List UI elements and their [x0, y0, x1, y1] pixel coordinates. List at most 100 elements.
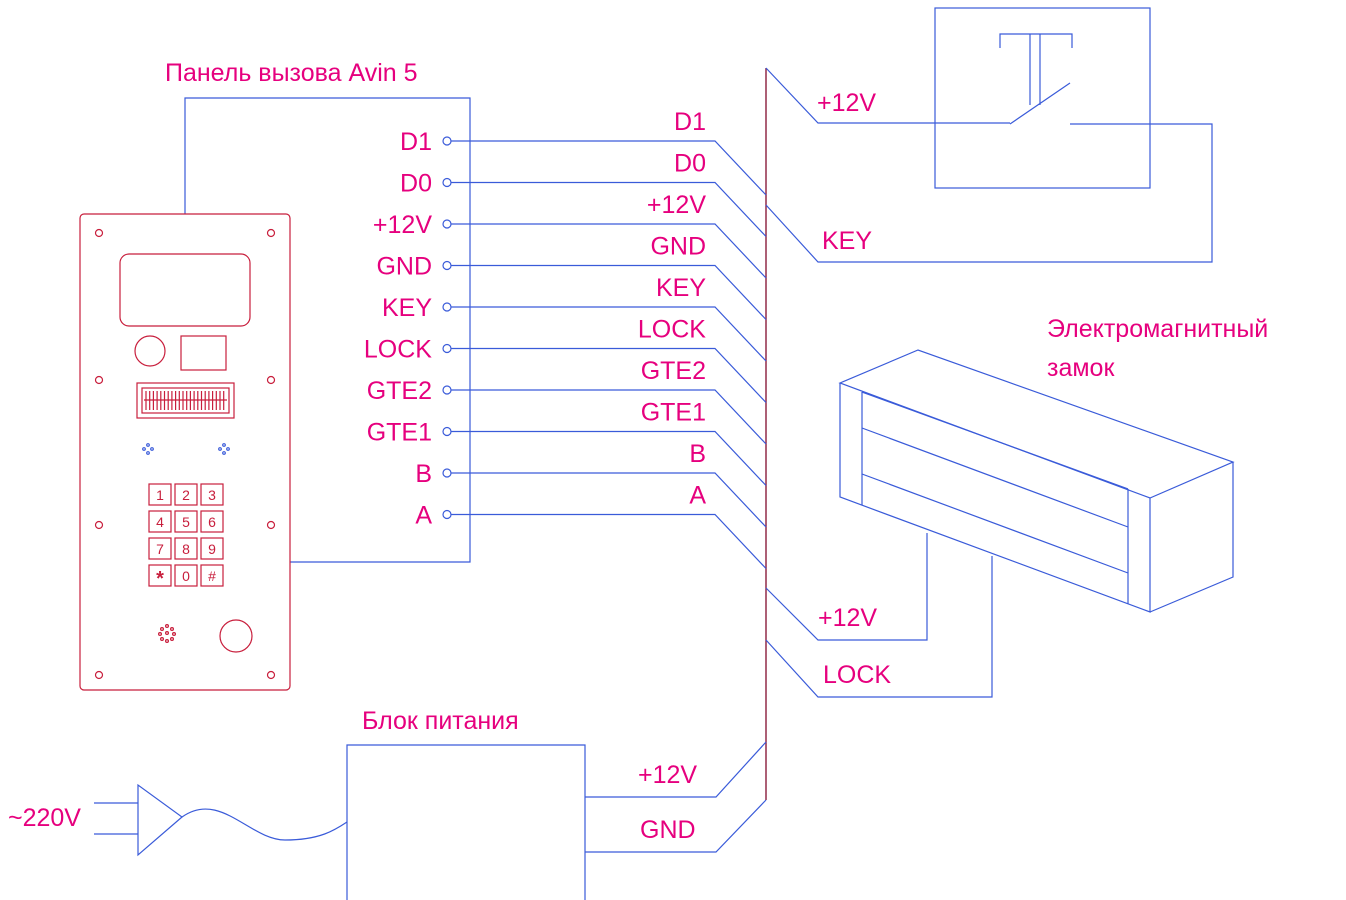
- button-wire-plus: [765, 67, 1010, 124]
- exit-button-box: [934, 7, 1151, 189]
- bus-wire: [451, 181, 767, 237]
- button-plus-label: +12V: [817, 89, 876, 117]
- lock-title-line2: замок: [1047, 354, 1115, 382]
- keypad-key-label: 2: [182, 487, 190, 503]
- hole: [146, 443, 150, 447]
- display-segments: [144, 391, 227, 410]
- hole: [222, 443, 226, 447]
- bus-wire: [451, 140, 767, 196]
- screw-icon: [266, 670, 276, 680]
- panel-title: Панель вызова Avin 5: [165, 59, 418, 87]
- psu-title: Блок питания: [362, 707, 519, 735]
- terminal-icon: [442, 260, 452, 271]
- screw-icon: [266, 228, 276, 238]
- lock-wire-plus: [765, 533, 928, 641]
- camera-window: [119, 253, 251, 327]
- terminal-icon: [442, 219, 452, 229]
- panel-terminal-label: KEY: [382, 294, 432, 322]
- bus-wire: [451, 264, 767, 320]
- psu-wire-plus: [585, 741, 767, 798]
- terminal-icon: [442, 385, 452, 395]
- panel-terminal-label: D1: [400, 128, 432, 156]
- keypad-key: [200, 564, 224, 587]
- screw-icon: [94, 670, 104, 680]
- bus-wire-label: D1: [674, 108, 706, 136]
- panel-terminal-label: +12V: [373, 211, 432, 239]
- speaker-grille-icon: [158, 623, 177, 643]
- grille-hole: [170, 626, 175, 631]
- grille-hole: [158, 631, 163, 636]
- psu-gnd-label: GND: [640, 816, 696, 844]
- keypad-key: [200, 483, 224, 506]
- reader-window: [180, 335, 227, 371]
- keypad-key: [148, 537, 172, 560]
- bus-wire: [451, 347, 767, 403]
- grille-hole: [165, 630, 170, 635]
- hole: [146, 451, 150, 455]
- terminal-icon: [442, 343, 452, 354]
- keypad-key-label: 9: [208, 541, 216, 557]
- hole: [218, 447, 222, 451]
- keypad-key: [174, 483, 198, 506]
- bus-wire: [451, 389, 767, 445]
- indicator-holes-icon: [218, 443, 230, 455]
- psu-box: [346, 744, 586, 900]
- bus-wire-label: GTE2: [641, 357, 706, 385]
- bus-wire: [451, 513, 767, 569]
- bus-wire-label: KEY: [656, 274, 706, 302]
- keypad-key-label: *: [156, 568, 164, 590]
- terminal-icon: [442, 468, 452, 478]
- panel-terminal-label: GTE2: [367, 377, 432, 405]
- keypad-key: [200, 510, 224, 533]
- bus-wire-label: GND: [650, 233, 706, 261]
- panel-terminal-label: A: [415, 502, 432, 530]
- grille-hole: [172, 631, 177, 636]
- keypad-key-label: #: [208, 568, 216, 584]
- grille-hole: [160, 636, 165, 641]
- terminal-icon: [442, 136, 452, 146]
- panel-body: [79, 213, 291, 691]
- psu-plus-label: +12V: [638, 761, 697, 789]
- lock-lock-label: LOCK: [823, 661, 891, 689]
- keypad-key-label: 7: [156, 541, 164, 557]
- bus-wire: [451, 223, 767, 279]
- push-button-icon: [999, 33, 1073, 125]
- keypad-key-label: 0: [182, 568, 190, 584]
- keypad-key-label: 4: [156, 514, 164, 530]
- screw-icon: [266, 375, 276, 385]
- keypad-key: [174, 564, 198, 587]
- screw-icon: [94, 228, 104, 238]
- panel-terminal-label: GND: [376, 253, 432, 281]
- panel-terminal-box: [184, 97, 471, 563]
- screw-icon: [94, 520, 104, 530]
- keypad-key-label: 3: [208, 487, 216, 503]
- magnetic-lock-icon: [838, 349, 1235, 613]
- panel-terminal-label: LOCK: [364, 336, 432, 364]
- keypad-key-label: 6: [208, 514, 216, 530]
- screw-icon: [94, 375, 104, 385]
- grille-hole: [165, 623, 170, 628]
- keypad-key: [174, 537, 198, 560]
- bus-wire-label: D0: [674, 150, 706, 178]
- grille-hole: [160, 626, 165, 631]
- panel-terminal-label: B: [415, 460, 432, 488]
- bus-wire: [451, 306, 767, 362]
- keypad-key: [200, 537, 224, 560]
- keypad-key: [148, 483, 172, 506]
- bus-wire: [451, 472, 767, 528]
- hole: [150, 447, 154, 451]
- keypad-key-label: 1: [156, 487, 164, 503]
- hole: [142, 447, 146, 451]
- keypad-key: [148, 510, 172, 533]
- grille-hole: [165, 638, 170, 643]
- lock-title-line1: Электромагнитный: [1047, 315, 1268, 343]
- bus-wire-label: +12V: [647, 191, 706, 219]
- hole: [222, 451, 226, 455]
- keypad-key-label: 5: [182, 514, 190, 530]
- lock-plus-label: +12V: [818, 604, 877, 632]
